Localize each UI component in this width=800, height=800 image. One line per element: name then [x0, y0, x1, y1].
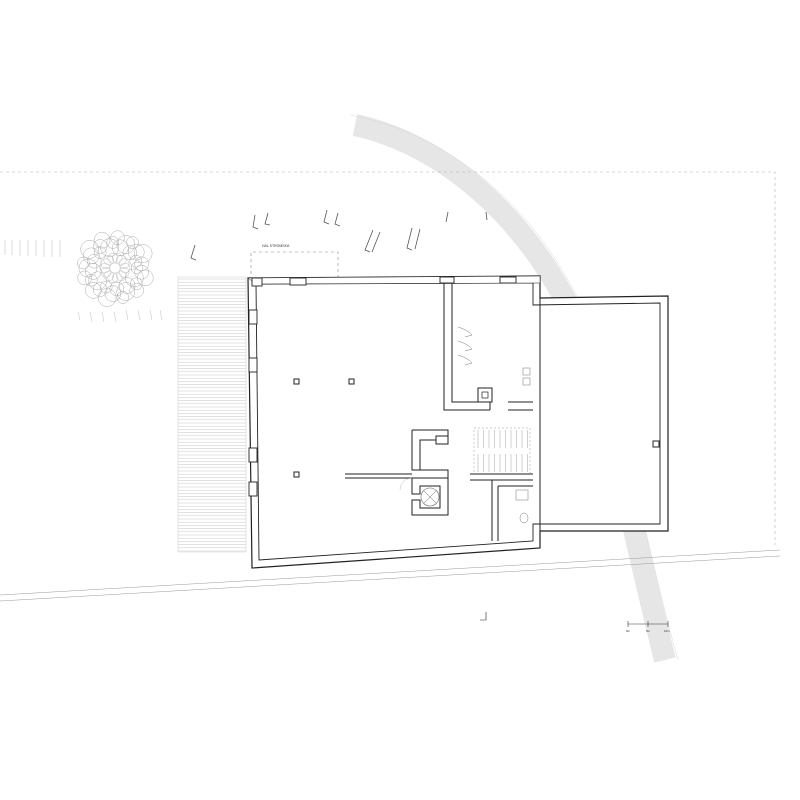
columns	[293, 378, 660, 478]
toilet-fixtures	[457, 326, 531, 386]
street-line	[0, 549, 781, 596]
scale-label-2: 10m	[664, 629, 670, 633]
scale-label-1: 5m	[646, 629, 651, 633]
entrance-outline	[250, 251, 339, 280]
parking-marks	[190, 209, 488, 261]
stair-core	[345, 429, 449, 516]
west-windows	[248, 309, 258, 497]
hedge-marks	[4, 240, 163, 323]
service-room-wall-2	[508, 401, 533, 411]
site-boundary	[0, 171, 776, 545]
north-windows	[289, 276, 517, 286]
deck-boards	[178, 278, 246, 552]
toilet-room-wall	[470, 473, 533, 541]
street-line-2	[0, 555, 781, 602]
scale-bar: 0m 5m 10m	[626, 621, 670, 633]
tree-symbol	[77, 230, 154, 307]
hall-label: HAL STRÖMSKÄ	[262, 244, 290, 248]
scale-label-0: 0m	[626, 629, 631, 633]
stair-treads	[477, 430, 528, 472]
inner-wall	[255, 282, 661, 561]
section-mark	[480, 612, 487, 621]
